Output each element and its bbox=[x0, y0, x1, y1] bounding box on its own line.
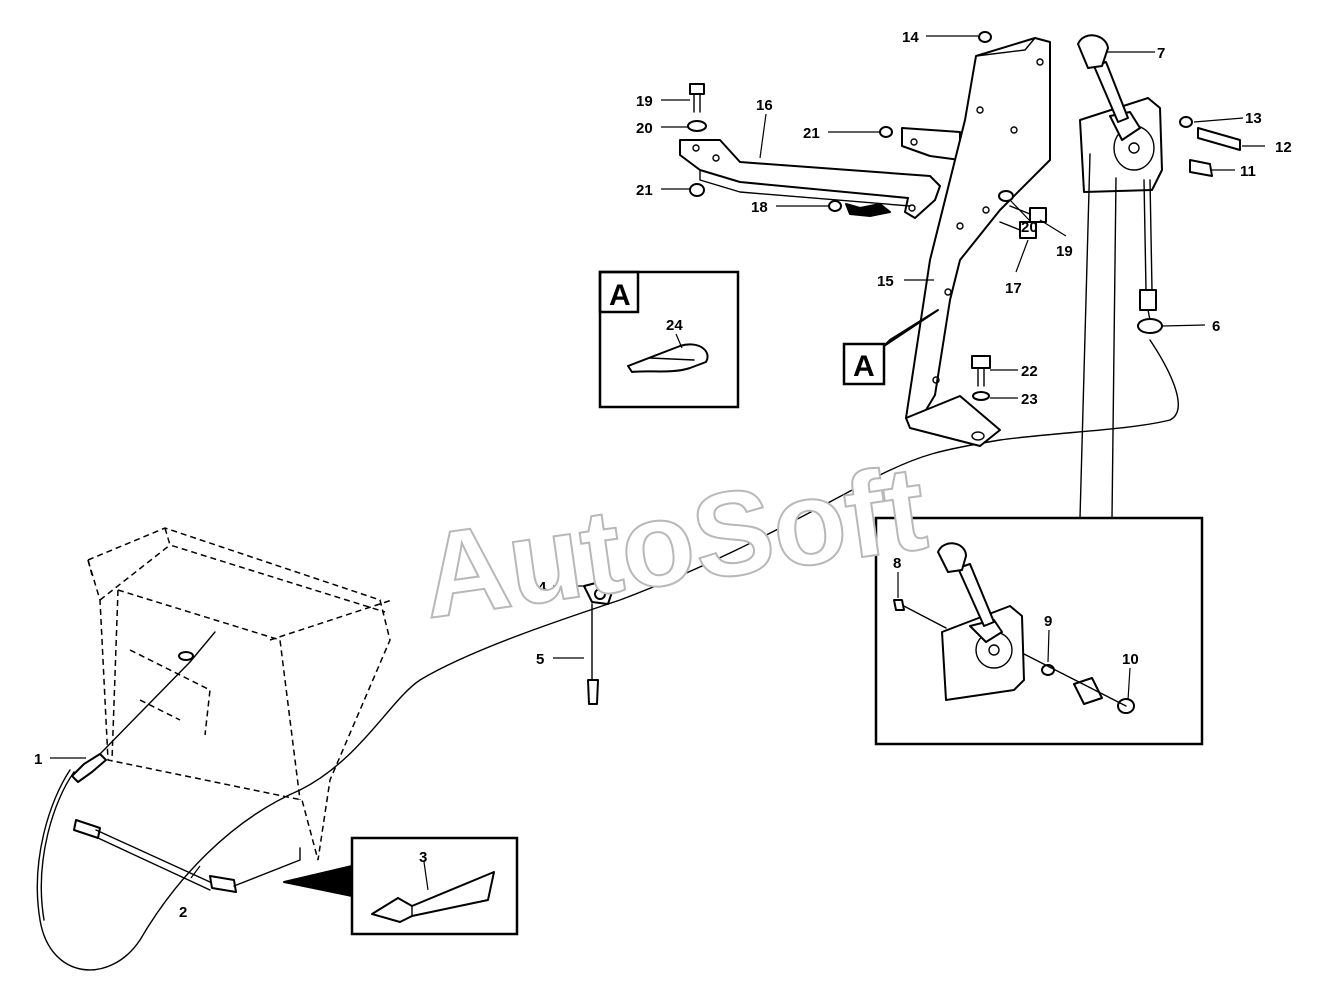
callout-21-left: 21 bbox=[636, 182, 653, 199]
callout-16: 16 bbox=[756, 97, 773, 114]
callout-15: 15 bbox=[877, 273, 894, 290]
cable-clamp bbox=[583, 581, 613, 705]
callout-10: 10 bbox=[1122, 651, 1139, 668]
control-lever bbox=[1077, 34, 1241, 193]
support-bracket bbox=[679, 127, 961, 219]
callout-19-lower: 19 bbox=[1056, 243, 1073, 260]
callout-24: 24 bbox=[666, 317, 683, 334]
callout-5: 5 bbox=[536, 651, 544, 668]
detail-view-a-tag: A bbox=[609, 279, 631, 312]
callout-13: 13 bbox=[1245, 110, 1262, 127]
detail-view-a-box bbox=[598, 270, 740, 409]
fasteners-plate bbox=[971, 31, 1047, 401]
lever-cable bbox=[1137, 179, 1163, 334]
view-a-reference-tag: A bbox=[853, 350, 875, 383]
callout-20-lower: 20 bbox=[1021, 219, 1038, 236]
lever-detail-box bbox=[874, 153, 1204, 746]
cable-end-fitting bbox=[71, 631, 216, 783]
leader-lines bbox=[50, 35, 1265, 879]
mounting-plate bbox=[905, 37, 1051, 447]
callout-labels: 1 2 3 4 5 6 7 8 9 10 11 12 13 14 15 16 1… bbox=[34, 29, 1292, 921]
callout-20-upper: 20 bbox=[636, 120, 653, 137]
callout-1: 1 bbox=[34, 751, 42, 768]
callout-6: 6 bbox=[1212, 318, 1220, 335]
control-cable bbox=[36, 339, 1179, 971]
callout-23: 23 bbox=[1021, 391, 1038, 408]
callout-11: 11 bbox=[1240, 163, 1256, 180]
callout-3: 3 bbox=[419, 849, 427, 866]
view-a-pointer bbox=[842, 309, 939, 386]
callout-8: 8 bbox=[893, 555, 901, 572]
callout-18: 18 bbox=[751, 199, 768, 216]
callout-9: 9 bbox=[1044, 613, 1052, 630]
sealant-detail-box bbox=[283, 836, 519, 936]
callout-19-upper: 19 bbox=[636, 93, 653, 110]
rod-bracket bbox=[73, 819, 301, 893]
watermark: AutoSoft bbox=[414, 441, 934, 644]
callout-7: 7 bbox=[1157, 45, 1165, 62]
callout-22: 22 bbox=[1021, 363, 1038, 380]
callout-2: 2 bbox=[179, 904, 187, 921]
callout-17: 17 bbox=[1005, 280, 1022, 297]
callout-14: 14 bbox=[902, 29, 919, 46]
callout-12: 12 bbox=[1275, 139, 1292, 156]
dashed-housing bbox=[87, 527, 393, 861]
callout-4: 4 bbox=[538, 579, 547, 596]
callout-21-top: 21 bbox=[803, 125, 820, 142]
